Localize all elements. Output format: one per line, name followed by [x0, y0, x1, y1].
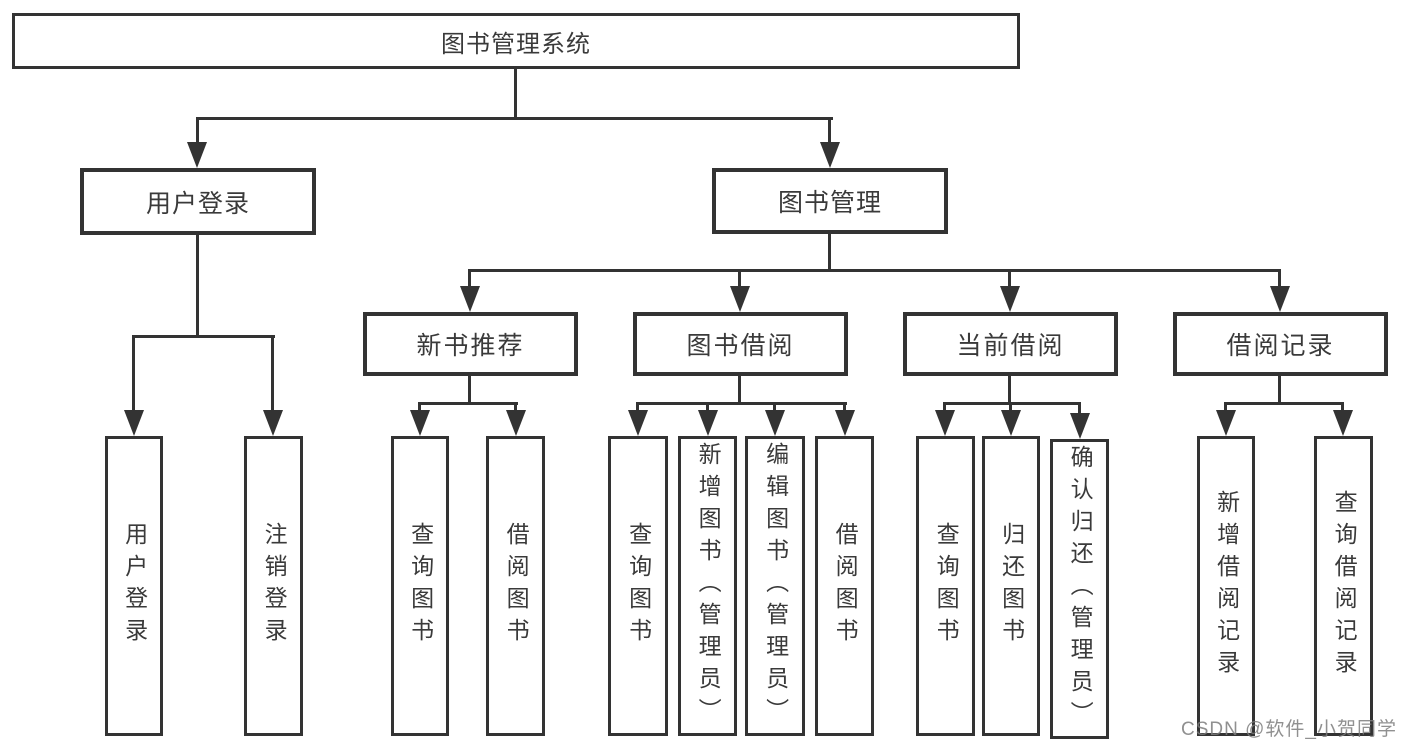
- arrowhead-icon: [698, 410, 718, 436]
- watermark: CSDN @软件_小贺同学: [1181, 719, 1397, 740]
- arrowhead-icon: [835, 410, 855, 436]
- arrowhead-icon: [730, 286, 750, 312]
- leaf-query-books-recommend: 查询图书: [391, 436, 449, 736]
- connector-user-login-drop: [196, 232, 199, 338]
- connector-stub-user-login: [196, 117, 199, 147]
- leaf-user-login: 用户登录: [105, 436, 163, 736]
- connector-stub: [514, 402, 517, 416]
- leaf-label: 用户登录: [121, 522, 148, 650]
- leaf-label: 归还图书: [998, 522, 1025, 650]
- connector-stub-book-mgmt: [828, 117, 831, 147]
- connector-new-book-elbow: [418, 402, 518, 405]
- arrowhead-icon: [765, 410, 785, 436]
- connector-stub: [636, 402, 639, 416]
- connector-stub-borrow-record: [1278, 269, 1281, 291]
- connector-level3-elbow: [468, 269, 1281, 272]
- leaf-borrow-books-recommend: 借阅图书: [486, 436, 545, 736]
- leaf-label: 新增图书（管理员）: [695, 442, 722, 730]
- arrowhead-icon: [1070, 413, 1090, 439]
- arrowhead-icon: [187, 142, 207, 168]
- connector-borrow-record-drop: [1278, 374, 1281, 405]
- arrowhead-icon: [1270, 286, 1290, 312]
- leaf-return-book: 归还图书: [982, 436, 1040, 736]
- connector-user-login-elbow: [132, 335, 275, 338]
- arrowhead-icon: [460, 286, 480, 312]
- leaf-label: 查询图书: [407, 522, 434, 650]
- leaf-label: 确认归还（管理员）: [1067, 445, 1094, 733]
- connector-stub-leaf-logout: [271, 335, 274, 415]
- node-book-borrow: 图书借阅: [633, 312, 848, 376]
- arrowhead-icon: [1216, 410, 1236, 436]
- connector-stub: [706, 402, 709, 416]
- connector-stub-leaf-login: [132, 335, 135, 415]
- leaf-label: 查询借阅记录: [1331, 490, 1358, 682]
- connector-stub: [843, 402, 846, 416]
- leaf-label: 查询图书: [933, 522, 960, 650]
- arrowhead-icon: [1000, 286, 1020, 312]
- connector-current-borrow-drop: [1008, 374, 1011, 405]
- connector-stub: [1078, 402, 1081, 418]
- connector-new-book-drop: [468, 374, 471, 405]
- arrowhead-icon: [263, 410, 283, 436]
- connector-stub: [1224, 402, 1227, 416]
- connector-level1-elbow: [196, 117, 833, 120]
- leaf-add-borrow-record: 新增借阅记录: [1197, 436, 1255, 736]
- leaf-label: 查询图书: [625, 522, 652, 650]
- leaf-label: 编辑图书（管理员）: [762, 442, 789, 730]
- arrowhead-icon: [820, 142, 840, 168]
- arrowhead-icon: [506, 410, 526, 436]
- node-book-management: 图书管理: [712, 168, 948, 234]
- arrowhead-icon: [124, 410, 144, 436]
- leaf-query-borrow-record: 查询借阅记录: [1314, 436, 1373, 736]
- leaf-logout: 注销登录: [244, 436, 303, 736]
- arrowhead-icon: [1333, 410, 1353, 436]
- connector-stub-book-borrow: [738, 269, 741, 291]
- connector-borrow-record-elbow: [1224, 402, 1344, 405]
- node-new-book-recommend: 新书推荐: [363, 312, 578, 376]
- leaf-query-books-current: 查询图书: [916, 436, 975, 736]
- node-borrow-record: 借阅记录: [1173, 312, 1388, 376]
- arrowhead-icon: [1001, 410, 1021, 436]
- connector-stub: [1341, 402, 1344, 416]
- leaf-edit-book-admin: 编辑图书（管理员）: [745, 436, 805, 736]
- node-user-login: 用户登录: [80, 168, 316, 235]
- connector-root-drop: [514, 66, 517, 120]
- leaf-borrow-books: 借阅图书: [815, 436, 874, 736]
- leaf-add-book-admin: 新增图书（管理员）: [678, 436, 737, 736]
- connector-stub: [1009, 402, 1012, 416]
- arrowhead-icon: [628, 410, 648, 436]
- connector-stub: [943, 402, 946, 416]
- leaf-label: 借阅图书: [503, 522, 530, 650]
- arrowhead-icon: [935, 410, 955, 436]
- leaf-label: 新增借阅记录: [1213, 490, 1240, 682]
- arrowhead-icon: [410, 410, 430, 436]
- connector-stub: [418, 402, 421, 416]
- node-library-system: 图书管理系统: [12, 13, 1020, 69]
- connector-book-mgmt-drop: [828, 231, 831, 272]
- connector-current-borrow-elbow: [943, 402, 1081, 405]
- leaf-query-books-borrow: 查询图书: [608, 436, 668, 736]
- leaf-label: 注销登录: [261, 522, 288, 650]
- connector-book-borrow-elbow: [636, 402, 847, 405]
- node-current-borrow: 当前借阅: [903, 312, 1118, 376]
- connector-book-borrow-drop: [738, 374, 741, 405]
- connector-stub-new-book: [468, 269, 471, 291]
- leaf-label: 借阅图书: [832, 522, 859, 650]
- connector-stub-current-borrow: [1008, 269, 1011, 291]
- connector-stub: [773, 402, 776, 416]
- leaf-confirm-return-admin: 确认归还（管理员）: [1050, 439, 1109, 739]
